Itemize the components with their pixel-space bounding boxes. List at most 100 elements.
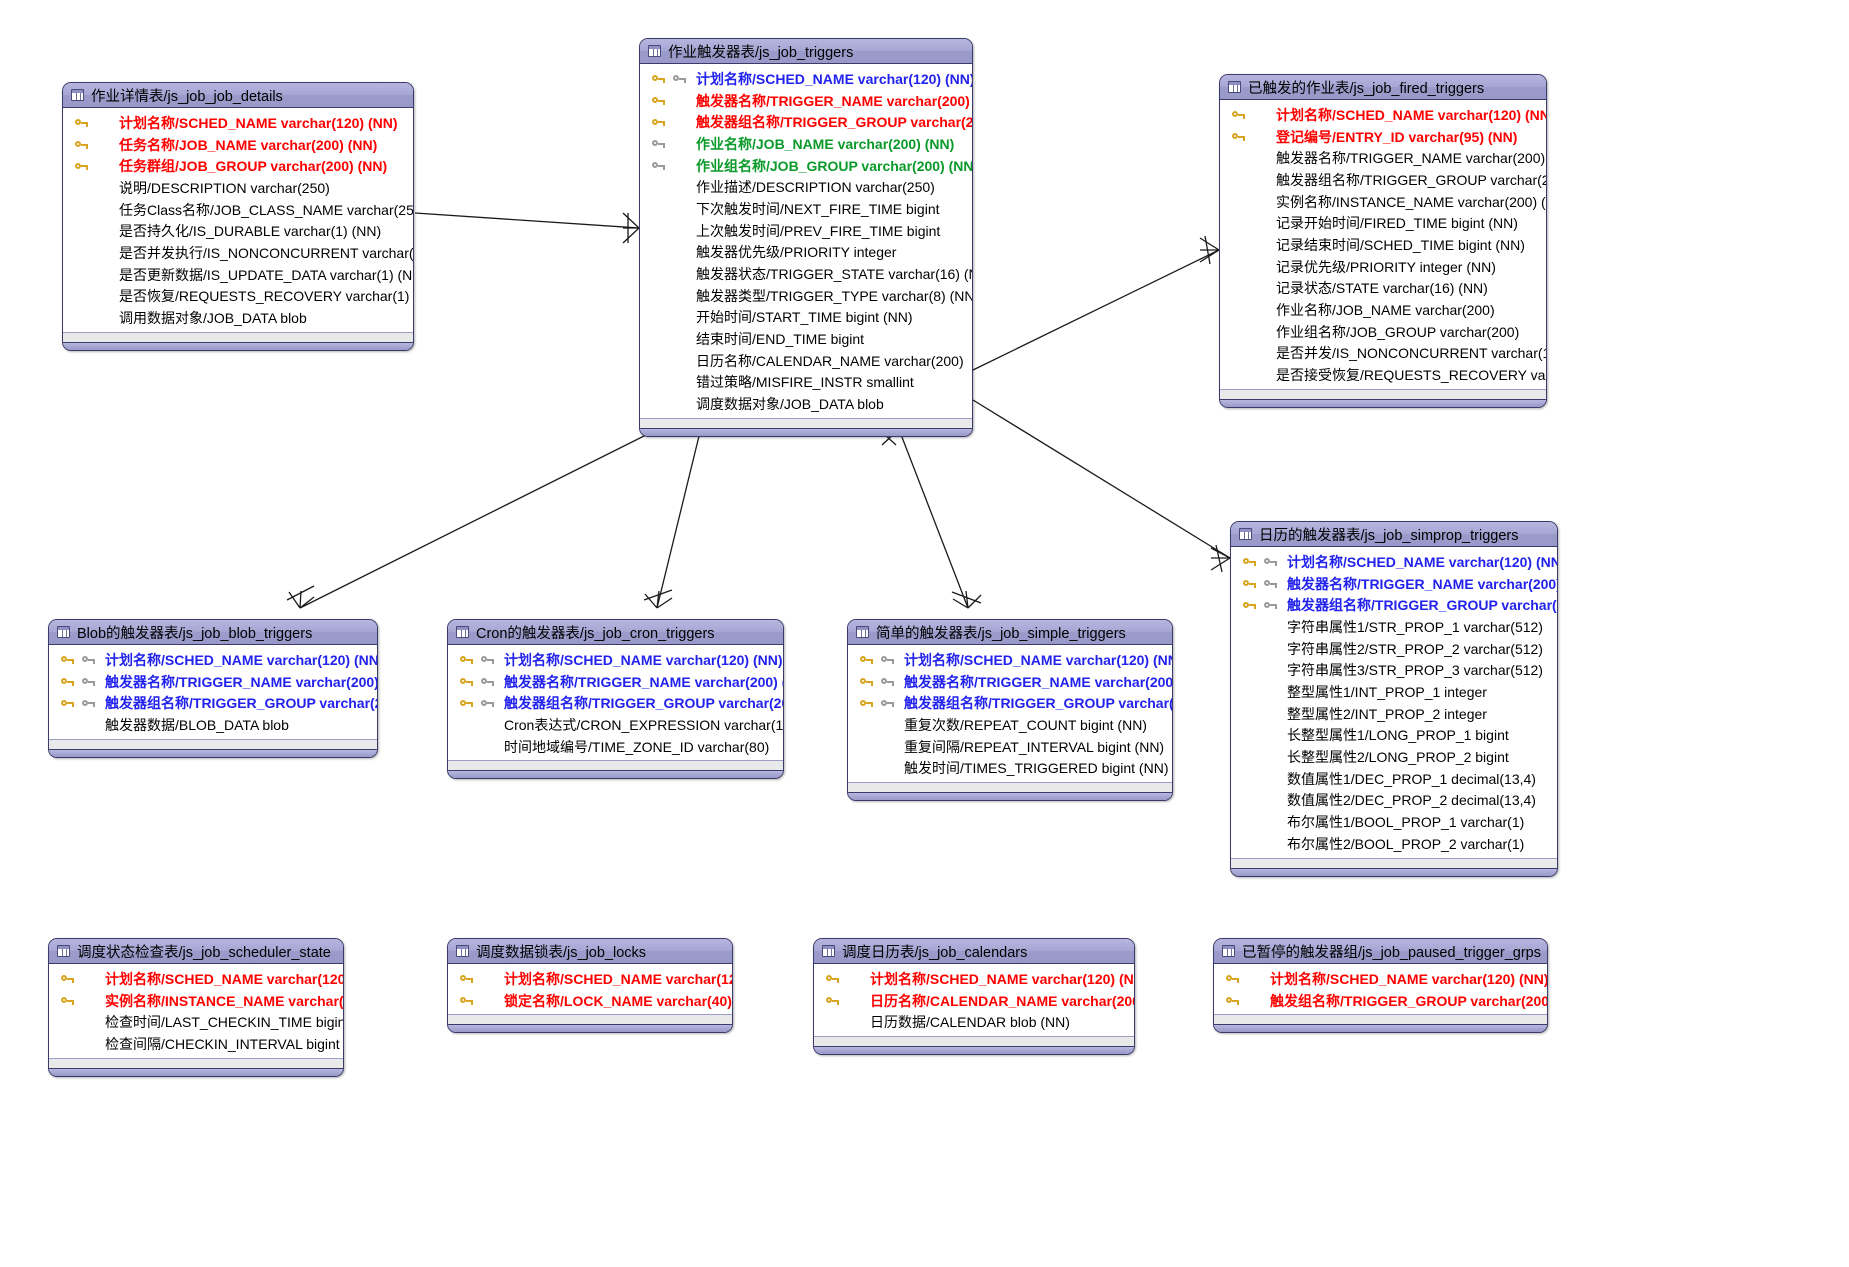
attribute-row[interactable]: 任务名称/JOB_NAME varchar(200) (NN) [63, 134, 413, 156]
attribute-row[interactable]: 是否并发/IS_NONCONCURRENT varchar(1) [1220, 343, 1546, 365]
entity-header-cron_triggers[interactable]: Cron的触发器表/js_job_cron_triggers [448, 620, 783, 645]
attribute-row[interactable]: 任务群组/JOB_GROUP varchar(200) (NN) [63, 155, 413, 177]
entity-scheduler_state[interactable]: 调度状态检查表/js_job_scheduler_state 计划名称/SCHED… [48, 938, 344, 1077]
attribute-row[interactable]: 结束时间/END_TIME bigint [640, 328, 972, 350]
entity-simple_triggers[interactable]: 简单的触发器表/js_job_simple_triggers 计划名称/SCHED… [847, 619, 1173, 802]
attribute-row[interactable]: 开始时间/START_TIME bigint (NN) [640, 307, 972, 329]
attribute-row[interactable]: 触发器类型/TRIGGER_TYPE varchar(8) (NN) [640, 285, 972, 307]
entity-header-blob_triggers[interactable]: Blob的触发器表/js_job_blob_triggers [49, 620, 377, 645]
attribute-row[interactable]: 触发器组名称/TRIGGER_GROUP varchar(200) (NN) [1231, 594, 1557, 616]
attribute-row[interactable]: 触发器名称/TRIGGER_NAME varchar(200) (NN) [640, 90, 972, 112]
entity-paused_trigger_grps[interactable]: 已暂停的触发器组/js_job_paused_trigger_grps 计划名称/… [1213, 938, 1548, 1034]
attribute-row[interactable]: 布尔属性2/BOOL_PROP_2 varchar(1) [1231, 833, 1557, 855]
attribute-row[interactable]: 记录开始时间/FIRED_TIME bigint (NN) [1220, 212, 1546, 234]
attribute-row[interactable]: 计划名称/SCHED_NAME varchar(120) (NN) [448, 649, 783, 671]
entity-header-locks[interactable]: 调度数据锁表/js_job_locks [448, 939, 732, 964]
attribute-row[interactable]: 计划名称/SCHED_NAME varchar(120) (NN) [63, 112, 413, 134]
attribute-row[interactable]: 调度数据对象/JOB_DATA blob [640, 393, 972, 415]
attribute-row[interactable]: 说明/DESCRIPTION varchar(250) [63, 177, 413, 199]
attribute-row[interactable]: 触发器名称/TRIGGER_NAME varchar(200) (NN) [448, 671, 783, 693]
attribute-row[interactable]: 检查时间/LAST_CHECKIN_TIME bigint (NN) [49, 1011, 343, 1033]
entity-header-simprop_triggers[interactable]: 日历的触发器表/js_job_simprop_triggers [1231, 522, 1557, 547]
attribute-row[interactable]: 锁定名称/LOCK_NAME varchar(40) (NN) [448, 990, 732, 1012]
attribute-row[interactable]: 触发器状态/TRIGGER_STATE varchar(16) (NN) [640, 263, 972, 285]
attribute-row[interactable]: 调用数据对象/JOB_DATA blob [63, 307, 413, 329]
entity-header-fired_triggers[interactable]: 已触发的作业表/js_job_fired_triggers [1220, 75, 1546, 100]
attribute-row[interactable]: 触发器名称/TRIGGER_NAME varchar(200) (NN) [848, 671, 1172, 693]
attribute-row[interactable]: 整型属性2/INT_PROP_2 integer [1231, 703, 1557, 725]
attribute-row[interactable]: 数值属性2/DEC_PROP_2 decimal(13,4) [1231, 790, 1557, 812]
attribute-row[interactable]: 整型属性1/INT_PROP_1 integer [1231, 681, 1557, 703]
attribute-row[interactable]: 触发器组名称/TRIGGER_GROUP varchar(200) (NN) [49, 692, 377, 714]
attribute-row[interactable]: 上次触发时间/PREV_FIRE_TIME bigint [640, 220, 972, 242]
attribute-row[interactable]: 计划名称/SCHED_NAME varchar(120) (NN) [640, 68, 972, 90]
attribute-row[interactable]: 重复次数/REPEAT_COUNT bigint (NN) [848, 714, 1172, 736]
entity-header-simple_triggers[interactable]: 简单的触发器表/js_job_simple_triggers [848, 620, 1172, 645]
attribute-row[interactable]: 计划名称/SCHED_NAME varchar(120) (NN) [49, 968, 343, 990]
attribute-row[interactable]: 计划名称/SCHED_NAME varchar(120) (NN) [1220, 104, 1546, 126]
attribute-row[interactable]: 记录状态/STATE varchar(16) (NN) [1220, 278, 1546, 300]
entity-cron_triggers[interactable]: Cron的触发器表/js_job_cron_triggers 计划名称/SCHED… [447, 619, 784, 780]
attribute-row[interactable]: 触发器名称/TRIGGER_NAME varchar(200) (NN) [49, 671, 377, 693]
attribute-row[interactable]: 是否接受恢复/REQUESTS_RECOVERY varchar(1) [1220, 364, 1546, 386]
attribute-row[interactable]: 触发器名称/TRIGGER_NAME varchar(200) (NN) [1231, 573, 1557, 595]
attribute-row[interactable]: 触发器优先级/PRIORITY integer [640, 242, 972, 264]
entity-calendars[interactable]: 调度日历表/js_job_calendars 计划名称/SCHED_NAME va… [813, 938, 1135, 1056]
attribute-row[interactable]: 作业组名称/JOB_GROUP varchar(200) [1220, 321, 1546, 343]
attribute-row[interactable]: 计划名称/SCHED_NAME varchar(120) (NN) [848, 649, 1172, 671]
attribute-row[interactable]: 作业组名称/JOB_GROUP varchar(200) (NN) [640, 155, 972, 177]
attribute-row[interactable]: 计划名称/SCHED_NAME varchar(120) (NN) [1231, 551, 1557, 573]
attribute-row[interactable]: 触发时间/TIMES_TRIGGERED bigint (NN) [848, 757, 1172, 779]
attribute-row[interactable]: 触发器数据/BLOB_DATA blob [49, 714, 377, 736]
attribute-row[interactable]: 长整型属性2/LONG_PROP_2 bigint [1231, 746, 1557, 768]
attribute-row[interactable]: Cron表达式/CRON_EXPRESSION varchar(120) (NN… [448, 714, 783, 736]
entity-job_triggers[interactable]: 作业触发器表/js_job_triggers 计划名称/SCHED_NAME va… [639, 38, 973, 437]
entity-fired_triggers[interactable]: 已触发的作业表/js_job_fired_triggers 计划名称/SCHED_… [1219, 74, 1547, 408]
attribute-row[interactable]: 是否更新数据/IS_UPDATE_DATA varchar(1) (NN) [63, 264, 413, 286]
entity-job_details[interactable]: 作业详情表/js_job_job_details 计划名称/SCHED_NAME … [62, 82, 414, 351]
entity-header-calendars[interactable]: 调度日历表/js_job_calendars [814, 939, 1134, 964]
attribute-row[interactable]: 日历数据/CALENDAR blob (NN) [814, 1011, 1134, 1033]
attribute-row[interactable]: 长整型属性1/LONG_PROP_1 bigint [1231, 725, 1557, 747]
attribute-row[interactable]: 作业名称/JOB_NAME varchar(200) [1220, 299, 1546, 321]
attribute-row[interactable]: 触发器组名称/TRIGGER_GROUP varchar(200) (NN) [848, 692, 1172, 714]
entity-simprop_triggers[interactable]: 日历的触发器表/js_job_simprop_triggers 计划名称/SCHE… [1230, 521, 1558, 877]
attribute-row[interactable]: 日历名称/CALENDAR_NAME varchar(200) [640, 350, 972, 372]
entity-blob_triggers[interactable]: Blob的触发器表/js_job_blob_triggers 计划名称/SCHED… [48, 619, 378, 758]
entity-header-job_details[interactable]: 作业详情表/js_job_job_details [63, 83, 413, 108]
attribute-row[interactable]: 实例名称/INSTANCE_NAME varchar(200) (NN) [49, 990, 343, 1012]
attribute-row[interactable]: 检查间隔/CHECKIN_INTERVAL bigint (NN) [49, 1033, 343, 1055]
attribute-row[interactable]: 计划名称/SCHED_NAME varchar(120) (NN) [448, 968, 732, 990]
attribute-row[interactable]: 日历名称/CALENDAR_NAME varchar(200) (NN) [814, 990, 1134, 1012]
attribute-row[interactable]: 时间地域编号/TIME_ZONE_ID varchar(80) [448, 736, 783, 758]
attribute-row[interactable]: 布尔属性1/BOOL_PROP_1 varchar(1) [1231, 811, 1557, 833]
attribute-row[interactable]: 计划名称/SCHED_NAME varchar(120) (NN) [49, 649, 377, 671]
attribute-row[interactable]: 数值属性1/DEC_PROP_1 decimal(13,4) [1231, 768, 1557, 790]
entity-header-job_triggers[interactable]: 作业触发器表/js_job_triggers [640, 39, 972, 64]
attribute-row[interactable]: 错过策略/MISFIRE_INSTR smallint [640, 372, 972, 394]
attribute-row[interactable]: 计划名称/SCHED_NAME varchar(120) (NN) [814, 968, 1134, 990]
attribute-row[interactable]: 触发组名称/TRIGGER_GROUP varchar(200) (NN) [1214, 990, 1547, 1012]
attribute-row[interactable]: 作业描述/DESCRIPTION varchar(250) [640, 176, 972, 198]
attribute-row[interactable]: 字符串属性2/STR_PROP_2 varchar(512) [1231, 638, 1557, 660]
attribute-row[interactable]: 作业名称/JOB_NAME varchar(200) (NN) [640, 133, 972, 155]
attribute-row[interactable]: 实例名称/INSTANCE_NAME varchar(200) (NN) [1220, 191, 1546, 213]
attribute-row[interactable]: 计划名称/SCHED_NAME varchar(120) (NN) [1214, 968, 1547, 990]
entity-header-paused_trigger_grps[interactable]: 已暂停的触发器组/js_job_paused_trigger_grps [1214, 939, 1547, 964]
attribute-row[interactable]: 是否恢复/REQUESTS_RECOVERY varchar(1) (NN) [63, 286, 413, 308]
attribute-row[interactable]: 重复间隔/REPEAT_INTERVAL bigint (NN) [848, 736, 1172, 758]
attribute-row[interactable]: 记录优先级/PRIORITY integer (NN) [1220, 256, 1546, 278]
attribute-row[interactable]: 字符串属性1/STR_PROP_1 varchar(512) [1231, 616, 1557, 638]
entity-locks[interactable]: 调度数据锁表/js_job_locks 计划名称/SCHED_NAME varch… [447, 938, 733, 1034]
attribute-row[interactable]: 任务Class名称/JOB_CLASS_NAME varchar(250) (N… [63, 199, 413, 221]
attribute-row[interactable]: 触发器组名称/TRIGGER_GROUP varchar(200) (NN) [448, 692, 783, 714]
attribute-row[interactable]: 记录结束时间/SCHED_TIME bigint (NN) [1220, 234, 1546, 256]
attribute-row[interactable]: 登记编号/ENTRY_ID varchar(95) (NN) [1220, 126, 1546, 148]
attribute-row[interactable]: 触发器名称/TRIGGER_NAME varchar(200) (NN) [1220, 147, 1546, 169]
attribute-row[interactable]: 是否持久化/IS_DURABLE varchar(1) (NN) [63, 220, 413, 242]
entity-header-scheduler_state[interactable]: 调度状态检查表/js_job_scheduler_state [49, 939, 343, 964]
attribute-row[interactable]: 字符串属性3/STR_PROP_3 varchar(512) [1231, 659, 1557, 681]
attribute-row[interactable]: 下次触发时间/NEXT_FIRE_TIME bigint [640, 198, 972, 220]
attribute-row[interactable]: 触发器组名称/TRIGGER_GROUP varchar(200) (NN) [640, 111, 972, 133]
attribute-row[interactable]: 触发器组名称/TRIGGER_GROUP varchar(200) (NN) [1220, 169, 1546, 191]
